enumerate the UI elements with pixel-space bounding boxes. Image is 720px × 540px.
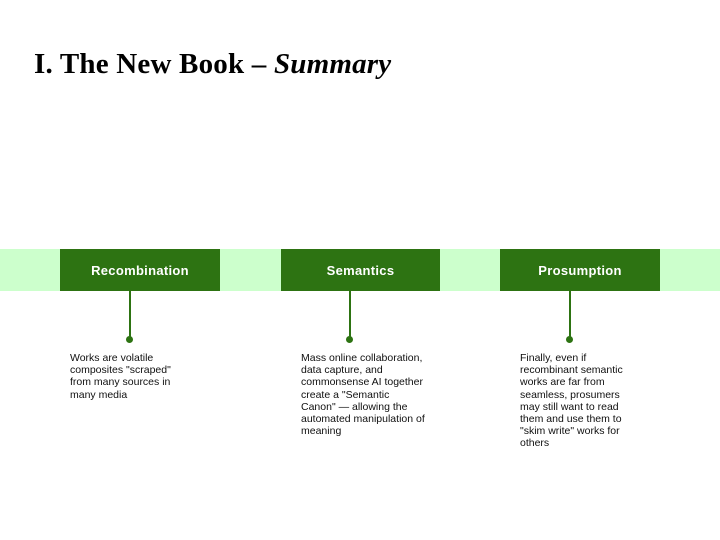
page-title-roman: I. The New Book – xyxy=(34,48,274,81)
stage-body-semantics: Mass online collaboration, data capture,… xyxy=(301,352,425,438)
connector-line-prosumption xyxy=(569,291,571,338)
stage-label-recombination: Recombination xyxy=(91,262,189,278)
stage-box-recombination[interactable]: Recombination xyxy=(60,249,220,291)
connector-line-recombination xyxy=(129,291,131,338)
stage-body-prosumption: Finally, even if recombinant semantic wo… xyxy=(520,352,623,450)
stage-body-recombination: Works are volatile composites "scraped" … xyxy=(70,352,171,401)
connector-dot-prosumption xyxy=(566,336,573,343)
stage-box-prosumption[interactable]: Prosumption xyxy=(500,249,660,291)
stage-label-semantics: Semantics xyxy=(326,262,395,278)
stage-box-semantics[interactable]: Semantics xyxy=(281,249,440,291)
connector-dot-recombination xyxy=(126,336,133,343)
connector-dot-semantics xyxy=(346,336,353,343)
connector-line-semantics xyxy=(349,291,351,338)
page-title: I. The New Book – Summary xyxy=(34,46,694,82)
page-title-italic: Summary xyxy=(273,48,392,81)
stage-label-prosumption: Prosumption xyxy=(538,262,622,278)
